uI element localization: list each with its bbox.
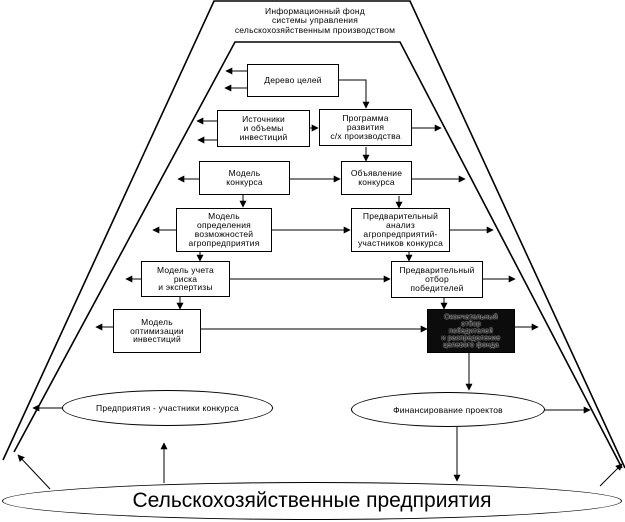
oval-agricultural-enterprises: Сельскохозяйственные предприятия [2,482,622,520]
node-capabilities-model: Модель определения возможностей агропред… [176,208,272,252]
node-final-selection-label: Окончательный отбор победителей и распре… [441,313,501,349]
inner-triangle [13,41,623,469]
node-development-program: Программа развития с/х производства [319,109,412,146]
node-risk-model: Модель учета риска и экспертизы [141,261,230,297]
arrow-enterprises-to-right-edge [599,463,623,487]
information-fund-title: Информационный фонд системы управления с… [234,6,396,35]
arrow-enterprises-to-left-edge [17,454,51,490]
node-optimization-model: Модель оптимизации инвестиций [113,309,201,353]
arrow-tree-to-program [339,79,370,109]
node-contest-announcement: Объявление конкурса [341,161,412,195]
outer-triangle [2,0,625,469]
node-preliminary-selection: Предварительный отбор победителей [391,261,483,298]
oval-contest-participants: Предприятия - участники конкурса [62,390,273,426]
node-contest-model: Модель конкурса [199,161,290,195]
node-final-selection: Окончательный отбор победителей и распре… [427,309,515,353]
node-investment-sources: Источники и объемы инвестиций [217,110,310,147]
node-tree-of-goals: Дерево целей [247,64,339,97]
oval-project-financing: Финансирование проектов [351,392,545,427]
node-preliminary-analysis: Предварительный анализ агропредприятий- … [351,208,450,252]
